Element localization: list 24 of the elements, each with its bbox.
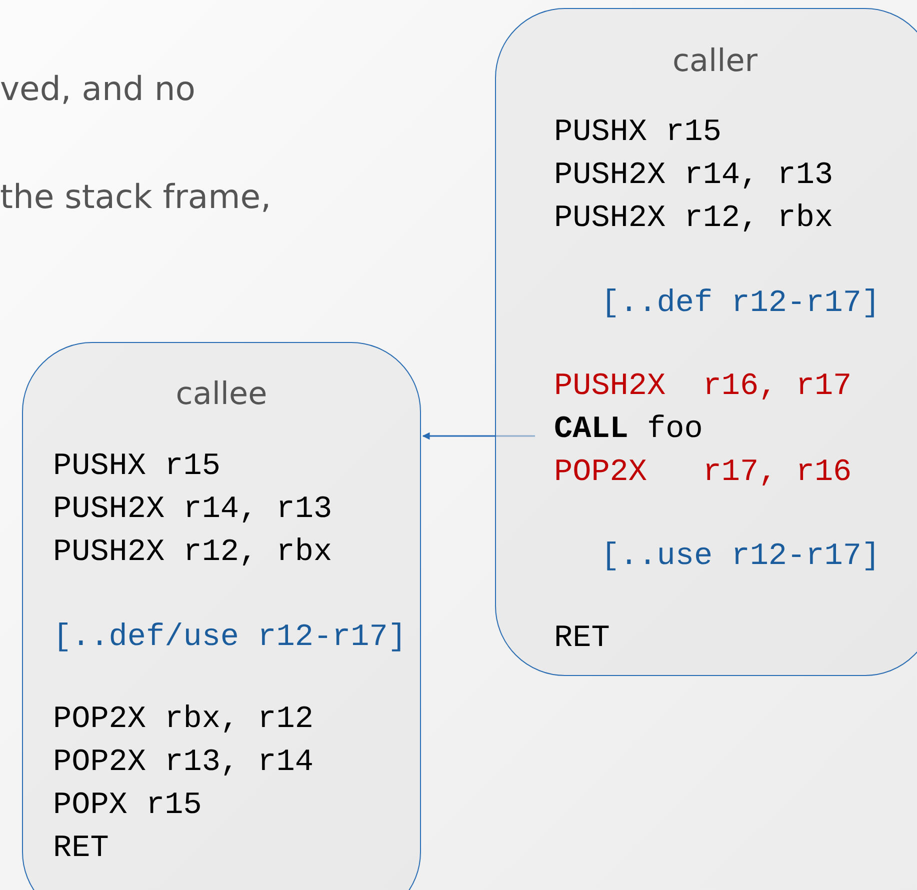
panel-title: caller [671,42,759,81]
code-line: POPX r15 [53,787,202,825]
body-text: ved, and no [0,68,196,110]
code-line: RET [554,620,610,658]
code-line: PUSHX r15 [53,448,220,486]
body-text: the stack frame, [0,176,272,218]
code-line: POP2X rbx, r12 [53,701,314,739]
code-line: PUSHX r15 [554,114,722,152]
code-line: PUSH2X r16, r17 [554,368,852,406]
code-line: [..use r12-r17] [601,538,880,576]
code-line: PUSH2X r12, rbx [554,200,834,238]
code-line: POP2X r13, r14 [53,744,314,782]
code-line: CALL foo [554,411,703,449]
code-line: POP2X r17, r16 [554,454,852,492]
code-line: PUSH2X r14, r13 [554,157,834,195]
code-line: [..def/use r12-r17] [53,619,406,657]
code-line: PUSH2X r12, rbx [53,534,332,572]
code-panel [22,342,421,890]
arrow [422,432,535,440]
panel-title: callee [174,375,268,414]
code-line: RET [53,830,109,868]
code-panel [495,8,917,676]
code-line: PUSH2X r14, r13 [53,491,332,529]
code-line: [..def r12-r17] [601,285,880,323]
